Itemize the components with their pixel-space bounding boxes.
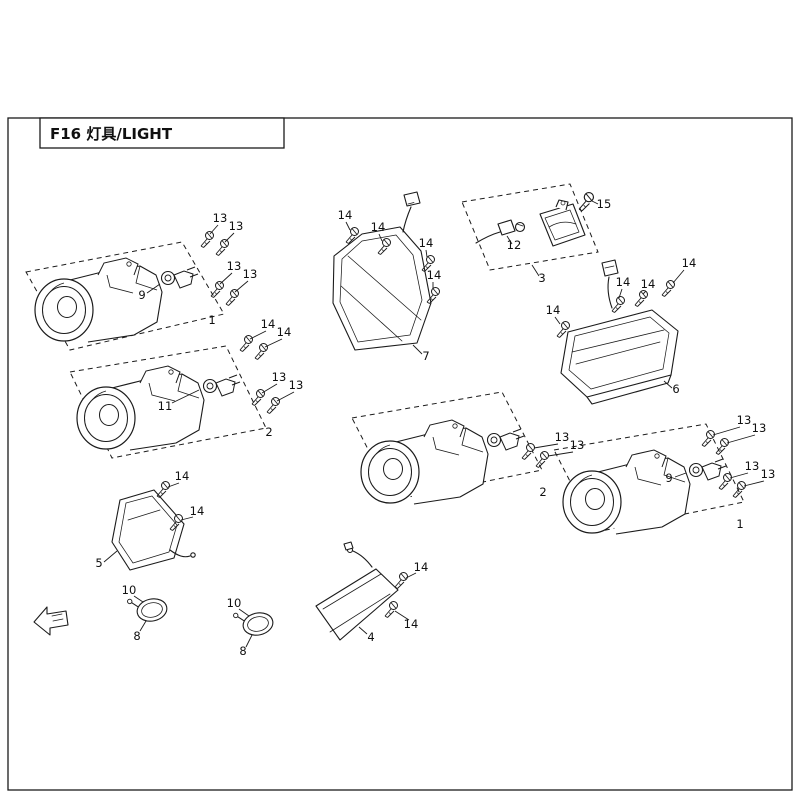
headlamp-assembly-right: 9 1 13 13 13 13	[553, 413, 776, 535]
direction-arrow-icon	[33, 606, 69, 636]
reflector-drawing	[232, 605, 276, 640]
signal-lamp-5: 14 14 5	[95, 469, 205, 571]
callout-screw: 15	[597, 197, 612, 211]
callout-screw: 13	[570, 438, 585, 452]
screw-icon	[715, 438, 729, 455]
callout-screw: 14	[414, 560, 429, 574]
callout-bulb: 9	[138, 288, 145, 302]
callout-screw: 13	[745, 459, 760, 473]
callout-screw: 14	[546, 303, 561, 317]
reflector-right: 10 8	[227, 596, 276, 658]
screw-icon	[215, 239, 229, 256]
callout-screw: 14	[277, 325, 292, 339]
callout-bulb: 9	[665, 471, 672, 485]
screw-icon	[718, 473, 732, 490]
callout-screw: 14	[261, 317, 276, 331]
callout-screw: 14	[190, 504, 205, 518]
callout-screw: 14	[616, 275, 631, 289]
headlamp-assembly-left-top: 9 1 13 13 13 13	[25, 211, 258, 351]
headlamp-drawing	[360, 419, 525, 505]
callout-screw: 14	[338, 208, 353, 222]
screw-icon	[535, 451, 549, 468]
callout-assembly: 1	[208, 313, 215, 327]
callout-screw: 13	[737, 413, 752, 427]
screw-icon	[611, 296, 625, 313]
callout-part: 8	[239, 644, 246, 658]
screw-icon	[266, 397, 280, 414]
screw-icon	[701, 430, 715, 447]
callout-screw: 13	[289, 378, 304, 392]
callout-mount: 10	[122, 583, 137, 597]
callout-screw: 13	[555, 430, 570, 444]
callout-screw: 13	[213, 211, 228, 225]
headlamp-assembly-center: 2 13 13	[351, 391, 585, 505]
reflector-left: 10 8	[122, 583, 170, 643]
callout-group: 3	[538, 271, 545, 285]
reflector-drawing	[126, 591, 170, 626]
callout-screw: 14	[682, 256, 697, 270]
screw-icon	[251, 389, 265, 406]
callout-part: 4	[367, 630, 374, 644]
callout-screw: 14	[641, 277, 656, 291]
callout-screw: 13	[752, 421, 767, 435]
screw-icon	[384, 601, 398, 618]
callout-assembly: 2	[265, 425, 272, 439]
headlamp-assembly-left-mid: 11 2 14 14 13 13	[69, 317, 304, 459]
callout-screw: 13	[227, 259, 242, 273]
callout-screw: 13	[243, 267, 258, 281]
tail-lamp-6: 14 14 14 14 6	[546, 256, 697, 405]
callout-part: 6	[672, 382, 679, 396]
screw-icon	[200, 231, 214, 248]
headlight-unit-7: 14 14 14 14 7	[332, 191, 442, 363]
callout-mount: 10	[227, 596, 242, 610]
callout-assembly: 2	[539, 485, 546, 499]
screw-icon	[239, 335, 253, 352]
screw-icon	[254, 343, 268, 360]
callout-assembly: 1	[736, 517, 743, 531]
screw-icon	[394, 572, 408, 589]
callout-screw: 13	[761, 467, 776, 481]
license-lamp-group: 12 15 3	[461, 183, 612, 285]
screw-icon	[578, 191, 595, 212]
sheet-title: F16 灯具/LIGHT	[50, 125, 173, 143]
callout-screw: 14	[175, 469, 190, 483]
drawing-frame	[7, 117, 793, 791]
callout-bulb-socket: 12	[507, 238, 522, 252]
screw-icon	[661, 280, 675, 297]
callout-screw: 13	[272, 370, 287, 384]
callout-part: 7	[422, 349, 429, 363]
callout-screw: 14	[371, 220, 386, 234]
headlamp-drawing	[34, 257, 199, 343]
callout-screw: 14	[404, 617, 419, 631]
title-block	[39, 117, 285, 149]
callout-screw: 14	[427, 268, 442, 282]
callout-screw: 13	[229, 219, 244, 233]
callout-bulb: 11	[158, 399, 173, 413]
headlamp-drawing	[562, 449, 727, 535]
callout-part: 8	[133, 629, 140, 643]
screw-icon	[634, 290, 648, 307]
callout-part: 5	[95, 556, 102, 570]
bracket-panel-4: 14 14 4	[315, 541, 429, 644]
screw-icon	[225, 289, 239, 306]
callout-screw: 14	[419, 236, 434, 250]
